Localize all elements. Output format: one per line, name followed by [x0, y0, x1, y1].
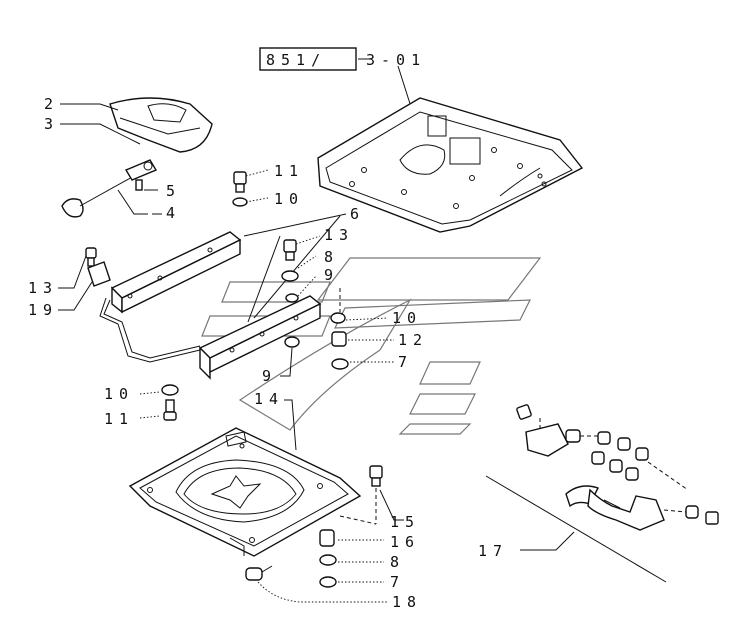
handle-cover: 2 3: [44, 95, 213, 153]
label-3: 3: [44, 115, 59, 133]
label-18: 18: [392, 593, 422, 611]
bolt-13-middle: 13 8 9: [281, 226, 354, 303]
label-10-middle: 10: [392, 309, 422, 327]
label-6: 6: [350, 205, 365, 223]
label-12: 12: [398, 331, 428, 349]
bracket-left: 13 19: [28, 247, 111, 319]
lever-knob: 5 4: [61, 159, 181, 222]
label-14: 14: [254, 390, 284, 408]
label-13-left: 13: [28, 279, 58, 297]
release-rod: [99, 297, 201, 363]
label-19: 19: [28, 301, 58, 319]
kit-17: 17: [478, 404, 719, 583]
spacer-stack-lower: 15 16 8 7: [319, 465, 420, 591]
label-15: 15: [390, 513, 420, 531]
label-10-top: 10: [274, 190, 304, 208]
label-11-top: 11: [274, 162, 304, 180]
label-17: 17: [478, 542, 508, 560]
label-11-lower: 11: [104, 410, 134, 428]
reference-suffix-text: 3-01: [366, 51, 426, 69]
label-5: 5: [166, 182, 181, 200]
label-8-lower: 8: [390, 553, 405, 571]
label-2: 2: [44, 95, 59, 113]
bolt-11-lower: 10 11: [104, 384, 179, 428]
label-9-lower: 9: [262, 367, 277, 385]
label-7-top: 7: [398, 353, 413, 371]
bolt-11-top: 11 10: [232, 162, 304, 208]
label-8-top: 8: [324, 248, 339, 266]
callout-14: 14: [254, 390, 297, 451]
spacer-stack-middle: 10 12 7: [330, 288, 428, 371]
reference-box: 851/ 3-01: [259, 47, 426, 111]
swivel-base-plate: [128, 427, 362, 557]
slide-rail-upper: 6: [110, 205, 365, 314]
seat-pan: [317, 97, 584, 233]
label-9-top: 9: [324, 266, 339, 284]
reference-box-text: 851/: [266, 51, 326, 69]
slide-rail-lower: [198, 215, 341, 380]
label-10-lower: 10: [104, 385, 134, 403]
washer-9-lower: 9: [262, 336, 300, 385]
label-4: 4: [166, 204, 181, 222]
label-7-lower: 7: [390, 573, 405, 591]
label-13-middle: 13: [324, 226, 354, 244]
label-16: 16: [390, 533, 420, 551]
knob-18: 18: [245, 565, 422, 611]
